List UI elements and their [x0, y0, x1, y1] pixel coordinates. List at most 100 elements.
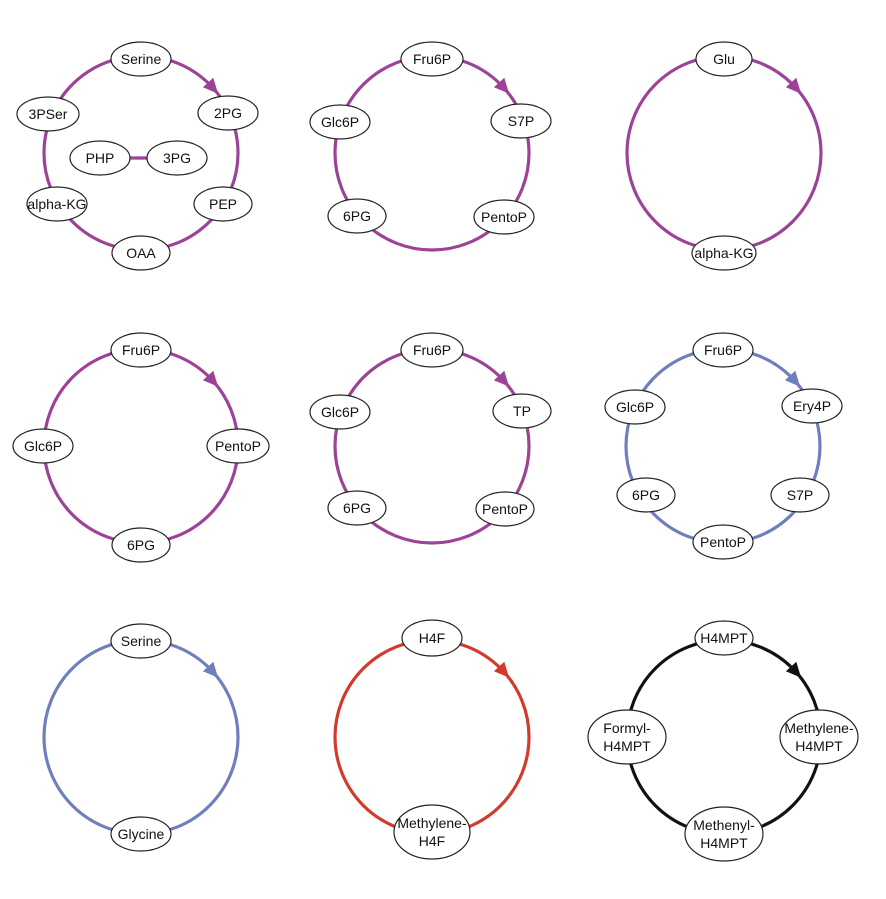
node-label: PentoP [700, 534, 746, 550]
metabolite-node-s7p: S7P [770, 477, 830, 513]
metabolite-node-fru6p: Fru6P [400, 41, 464, 77]
node-label: PHP [86, 150, 115, 166]
node-ellipse [694, 620, 754, 656]
node-ellipse [309, 104, 371, 140]
node-ellipse [111, 527, 171, 563]
node-ellipse [110, 623, 172, 659]
metabolite-node-6pg: 6PG [616, 477, 676, 513]
node-label: H4MPT [795, 738, 843, 754]
node-label: Methylene- [784, 720, 854, 736]
metabolite-node-fru6p: Fru6P [692, 332, 754, 368]
metabolite-node-6pg: 6PG [327, 198, 387, 234]
node-ellipse [111, 235, 171, 271]
node-ellipse [12, 428, 74, 464]
node-label: 6PG [632, 487, 660, 503]
cycle-pentose-s7p-cycle: Fru6P S7P PentoP 6PG Glc6P [309, 41, 552, 252]
metabolite-node-fru6p: Fru6P [110, 332, 172, 368]
node-label: H4F [419, 630, 445, 646]
node-label: Glu [713, 51, 735, 67]
node-ellipse [327, 198, 387, 234]
metabolite-node-serine: Serine [110, 623, 172, 659]
node-ellipse [393, 804, 471, 860]
metabolite-node-methylene-h4f: Methylene-H4F [393, 804, 471, 860]
node-label: 2PG [214, 105, 242, 121]
node-ellipse [400, 332, 464, 368]
metabolite-node-fru6p: Fru6P [400, 332, 464, 368]
node-label: H4F [419, 833, 445, 849]
direction-arrow-icon [202, 370, 219, 387]
node-ellipse [604, 389, 666, 425]
node-ellipse [309, 394, 371, 430]
node-label: OAA [126, 245, 156, 261]
node-label: PentoP [481, 209, 527, 225]
node-ellipse [473, 199, 535, 235]
node-label: 6PG [343, 208, 371, 224]
node-label: Methenyl- [693, 817, 755, 833]
node-ellipse [401, 619, 463, 657]
cycle-glu-cycle: Glu alpha-KG [625, 41, 823, 271]
node-label: S7P [508, 113, 534, 129]
node-ellipse [16, 96, 80, 132]
node-label: Glc6P [321, 114, 359, 130]
metabolite-node-pentop: PentoP [206, 428, 270, 464]
node-label: 3PSer [29, 106, 68, 122]
direction-arrow-icon [784, 370, 801, 387]
node-ellipse [684, 806, 764, 862]
metabolite-node-ery4p: Ery4P [781, 388, 843, 424]
metabolite-node-alpha-kg: alpha-KG [26, 186, 88, 222]
metabolite-node-3pser: 3PSer [16, 96, 80, 132]
node-label: PEP [209, 196, 237, 212]
node-label: Fru6P [413, 342, 451, 358]
metabolite-node-pentop: PentoP [473, 199, 535, 235]
metabolite-node-6pg: 6PG [327, 490, 387, 526]
metabolite-node-tp: TP [492, 393, 552, 429]
direction-arrow-icon [202, 661, 219, 678]
metabolite-node-h4f: H4F [401, 619, 463, 657]
node-label: PentoP [215, 438, 261, 454]
node-ellipse [695, 41, 753, 77]
cycle-pentose-ery4p-cycle: Fru6P Ery4P S7P PentoP 6PG Glc6P [604, 332, 843, 560]
metabolite-node-3pg: 3PG [146, 140, 208, 176]
node-ellipse [110, 816, 172, 852]
metabolite-node-pentop: PentoP [692, 524, 754, 560]
node-label: PentoP [482, 501, 528, 517]
direction-arrow-icon [493, 77, 510, 94]
node-ellipse [692, 332, 754, 368]
node-label: Serine [121, 633, 162, 649]
node-label: Glc6P [24, 438, 62, 454]
node-ellipse [110, 41, 172, 77]
node-label: Glc6P [616, 399, 654, 415]
node-label: Fru6P [704, 342, 742, 358]
node-ellipse [69, 140, 131, 176]
node-label: S7P [787, 487, 813, 503]
metabolite-node-methylene-h4mpt: Methylene- H4MPT [779, 709, 859, 765]
node-ellipse [197, 95, 259, 131]
metabolite-node-2pg: 2PG [197, 95, 259, 131]
metabolite-node-glc6p: Glc6P [604, 389, 666, 425]
cycle-h4mpt-cycle: H4MPTMethylene-H4MPTMethenyl-H4MPTFormyl… [587, 620, 859, 862]
node-ellipse [587, 709, 667, 765]
direction-arrow-icon [493, 661, 510, 678]
node-ellipse [327, 490, 387, 526]
node-label: H4MPT [700, 630, 748, 646]
node-ellipse [692, 524, 754, 560]
metabolite-node-formyl-h4mpt: Formyl-H4MPT [587, 709, 667, 765]
node-label: alpha-KG [694, 245, 753, 261]
node-label: alpha-KG [27, 196, 86, 212]
metabolite-node-pentop: PentoP [475, 491, 535, 527]
node-label: 6PG [343, 500, 371, 516]
metabolite-node-serine: Serine [110, 41, 172, 77]
node-label: H4MPT [603, 738, 651, 754]
metabolite-node-php: PHP [69, 140, 131, 176]
cycle-pentose-4-cycle: Fru6P PentoP 6PG Glc6P [12, 332, 270, 563]
node-ellipse [492, 393, 552, 429]
node-ellipse [616, 477, 676, 513]
node-ellipse [781, 388, 843, 424]
node-label: Glycine [118, 826, 165, 842]
metabolite-node-glycine: Glycine [110, 816, 172, 852]
metabolite-node-6pg: 6PG [111, 527, 171, 563]
node-label: Glc6P [321, 404, 359, 420]
